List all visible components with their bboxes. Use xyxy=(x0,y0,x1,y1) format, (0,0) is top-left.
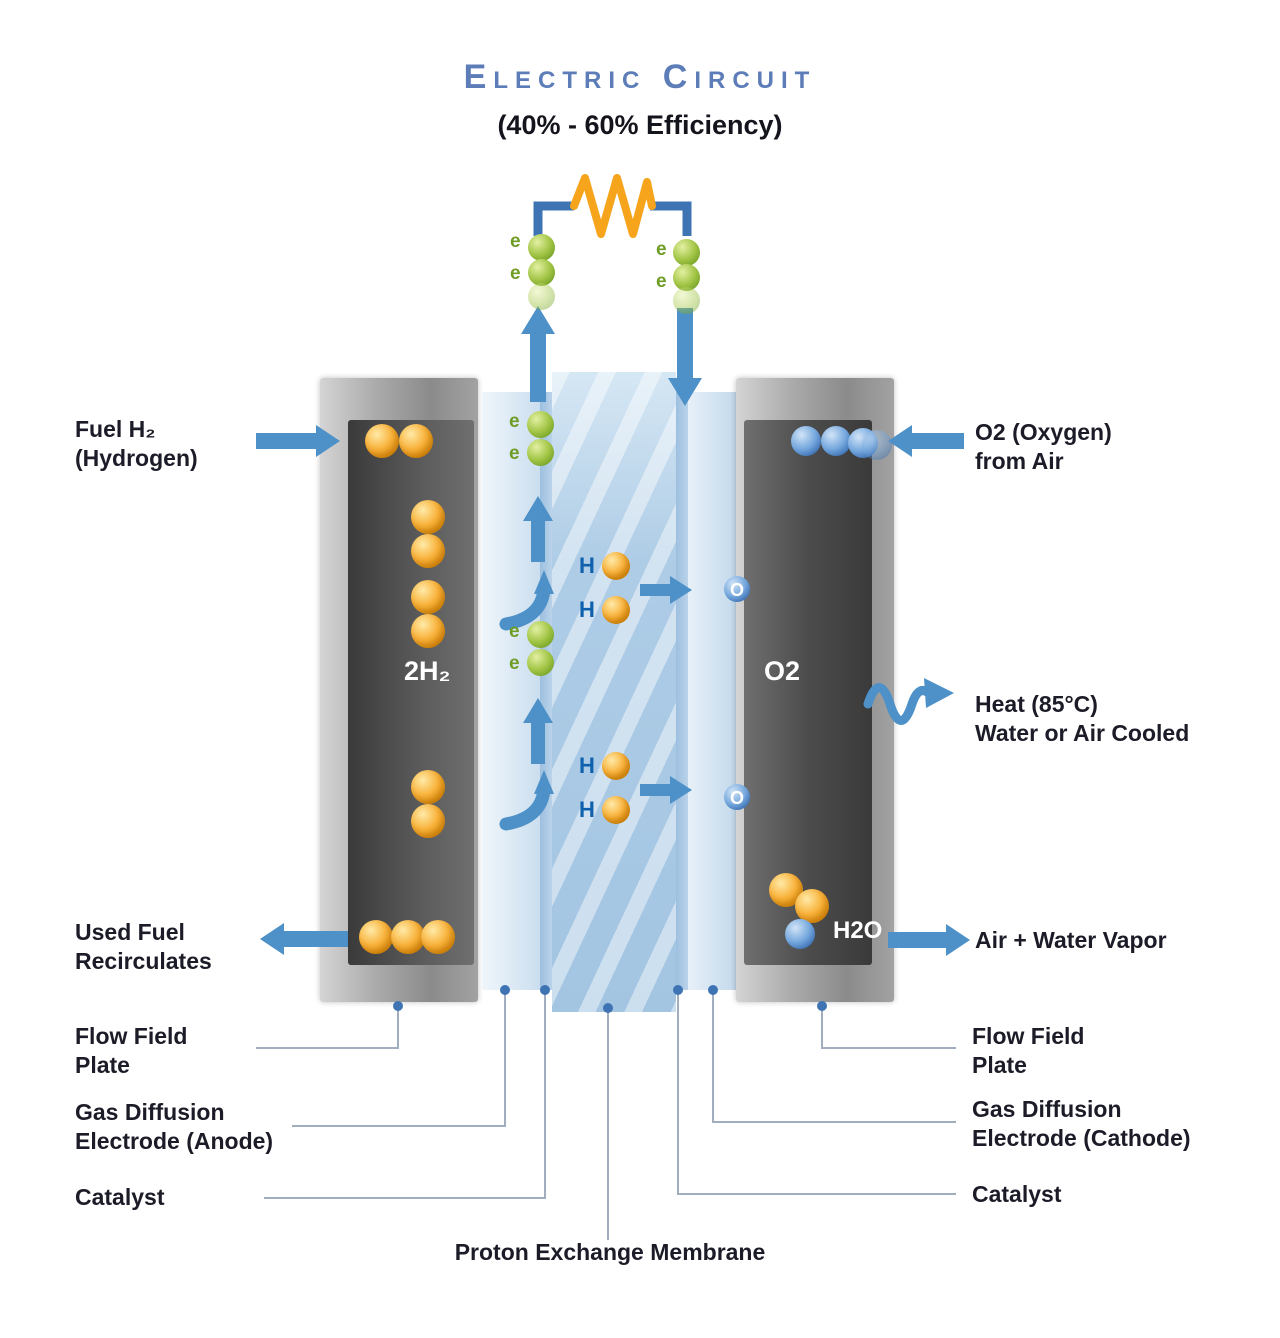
catalyst-right-label: Catalyst xyxy=(972,1181,1062,1207)
oxygen-molecule xyxy=(848,428,878,458)
catalyst-layer-anode xyxy=(540,392,552,990)
electron xyxy=(673,239,700,266)
oxygen-molecule xyxy=(862,430,892,460)
heat-label: Heat (85°C) Water or Air Cooled xyxy=(975,691,1190,747)
electron-label: e xyxy=(656,239,667,260)
circuit-wire xyxy=(533,201,692,236)
hydrogen-molecule xyxy=(411,804,445,838)
hydrogen-ion xyxy=(602,752,630,780)
flow-field-plate-right-channel xyxy=(744,420,872,965)
electron-label: e xyxy=(510,231,521,252)
oxygen-inlet-label: O2 (Oxygen) from Air xyxy=(975,419,1112,475)
electron-label: e xyxy=(509,443,520,464)
hydrogen-ion-label: H xyxy=(579,797,595,822)
leader-lines xyxy=(256,990,956,1240)
water-label: H2O xyxy=(833,917,883,944)
electron xyxy=(673,264,700,291)
hydrogen-molecule xyxy=(411,770,445,804)
proton-exchange-membrane-layer xyxy=(552,372,676,1012)
hydrogen-molecule xyxy=(359,920,393,954)
gde-anode-label: Gas Diffusion Electrode (Anode) xyxy=(75,1099,274,1155)
hydrogen-molecule xyxy=(795,889,829,923)
used-fuel-label: Used Fuel Recirculates xyxy=(75,919,212,975)
catalyst-layer-cathode xyxy=(676,392,688,990)
electron-label: e xyxy=(656,271,667,292)
electron-label: e xyxy=(509,621,520,642)
electron-label: e xyxy=(509,411,520,432)
hydrogen-ion xyxy=(602,552,630,580)
resistor-icon xyxy=(570,174,656,238)
hydrogen-ion-label: H xyxy=(579,753,595,778)
air-water-vapor-label: Air + Water Vapor xyxy=(975,927,1167,953)
hydrogen-molecule xyxy=(399,424,433,458)
oxygen-atom-label: O xyxy=(730,580,745,600)
water-molecule xyxy=(785,919,815,949)
electron-label: e xyxy=(509,653,520,674)
electron-label: e xyxy=(510,263,521,284)
hydrogen-ion xyxy=(602,596,630,624)
electron xyxy=(527,439,554,466)
hydrogen-molecule xyxy=(365,424,399,458)
oxygen-molecule xyxy=(791,426,821,456)
electron xyxy=(527,649,554,676)
hydrogen-molecule xyxy=(411,580,445,614)
electron xyxy=(527,621,554,648)
pem-label: Proton Exchange Membrane xyxy=(454,1239,766,1265)
oxygen-inlet-arrow xyxy=(888,425,964,457)
hydrogen-molecule xyxy=(411,614,445,648)
fuel-inlet-label: Fuel H₂ (Hydrogen) xyxy=(75,416,198,472)
hydrogen-ion xyxy=(602,796,630,824)
electron xyxy=(528,259,555,286)
diagram-title: Electric Circuit xyxy=(463,58,817,96)
oxygen-atom-label: O xyxy=(730,788,745,808)
cathode-gas-label: O2 xyxy=(764,656,801,686)
oxygen-molecule xyxy=(821,426,851,456)
flow-field-plate-left-label: Flow Field Plate xyxy=(75,1023,188,1079)
hydrogen-molecule xyxy=(421,920,455,954)
electron xyxy=(527,411,554,438)
hydrogen-molecule xyxy=(411,500,445,534)
hydrogen-ion-label: H xyxy=(579,553,595,578)
electron xyxy=(528,283,555,310)
electron xyxy=(528,234,555,261)
hydrogen-ion-label: H xyxy=(579,597,595,622)
flow-field-plate-left-channel xyxy=(348,420,474,965)
oxygen-atom xyxy=(724,784,750,810)
electron xyxy=(673,287,700,314)
diagram-subtitle: (40% - 60% Efficiency) xyxy=(497,110,783,140)
flow-field-plate-right-label: Flow Field Plate xyxy=(972,1023,1085,1079)
catalyst-left-label: Catalyst xyxy=(75,1184,165,1210)
electron-up-arrow xyxy=(521,306,555,402)
oxygen-atom xyxy=(724,576,750,602)
anode-gas-label: 2H₂ xyxy=(404,656,451,686)
air-water-outlet-arrow xyxy=(888,924,970,956)
hydrogen-molecule xyxy=(391,920,425,954)
hydrogen-molecule xyxy=(411,534,445,568)
gde-cathode-label: Gas Diffusion Electrode (Cathode) xyxy=(972,1096,1191,1152)
